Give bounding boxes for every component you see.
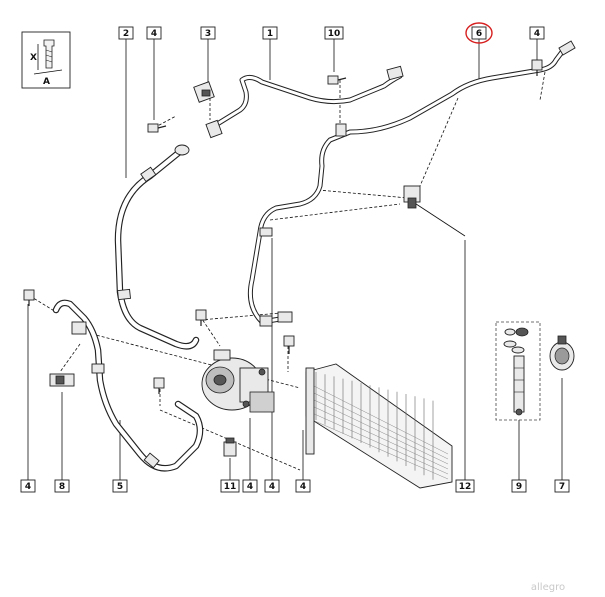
callout-text-4: 4 bbox=[247, 482, 253, 492]
callout-4-bottom-left: 4 bbox=[20, 479, 36, 493]
bolt-4-f bbox=[283, 335, 295, 354]
watermark: allegro bbox=[531, 582, 565, 593]
callout-8: 8 bbox=[54, 479, 70, 493]
callout-1: 1 bbox=[262, 26, 278, 40]
callout-4-bottom-center: 4 bbox=[295, 479, 311, 493]
callout-6-highlight-ring bbox=[465, 22, 493, 44]
condenser-fins bbox=[309, 372, 449, 480]
bolt-10 bbox=[327, 75, 347, 85]
callout-text-6: 6 bbox=[476, 29, 482, 39]
callout-text-10: 10 bbox=[328, 29, 341, 39]
clip-3 bbox=[193, 81, 215, 103]
callout-3: 3 bbox=[200, 26, 216, 40]
callout-text-4: 4 bbox=[534, 29, 540, 39]
dryer-cap-7 bbox=[549, 335, 575, 371]
callout-text-1: 1 bbox=[267, 29, 273, 39]
callout-4-bottom-mid: 4 bbox=[242, 479, 258, 493]
callout-text-4: 4 bbox=[269, 482, 275, 492]
bolt-4-d bbox=[195, 309, 207, 326]
bolt-legend: X A bbox=[21, 31, 71, 89]
callout-text-4: 4 bbox=[25, 482, 31, 492]
callout-text-5: 5 bbox=[117, 482, 123, 492]
condenser-tube bbox=[309, 418, 449, 480]
pipe-1 bbox=[205, 65, 404, 139]
callout-text-8: 8 bbox=[59, 482, 65, 492]
bolt-icon bbox=[43, 39, 55, 69]
callout-4-top-right: 4 bbox=[529, 26, 545, 40]
callout-9: 9 bbox=[511, 479, 527, 493]
leader-lines bbox=[27, 38, 563, 480]
pipe-6 bbox=[247, 40, 576, 327]
callout-10: 10 bbox=[324, 26, 344, 40]
condenser-tube bbox=[309, 390, 449, 460]
bolt-4-a bbox=[147, 123, 167, 133]
callout-text-7: 7 bbox=[559, 482, 565, 492]
sensor-12 bbox=[403, 185, 421, 209]
callout-6: 6 bbox=[465, 22, 493, 44]
small-parts bbox=[23, 59, 543, 457]
callout-text-11: 11 bbox=[224, 482, 237, 492]
callout-text-3: 3 bbox=[205, 29, 211, 39]
callout-11: 11 bbox=[220, 479, 240, 493]
bolt-legend-x-letter: X bbox=[30, 53, 37, 63]
callout-12: 12 bbox=[455, 479, 475, 493]
callout-2: 2 bbox=[118, 26, 134, 40]
bolt-4-c bbox=[23, 289, 35, 306]
condenser bbox=[305, 363, 453, 489]
bolt-4-e bbox=[153, 377, 165, 394]
condenser-tube bbox=[309, 397, 449, 465]
compressor bbox=[201, 349, 275, 413]
callout-text-9: 9 bbox=[516, 482, 522, 492]
callout-7: 7 bbox=[554, 479, 570, 493]
callout-text-2: 2 bbox=[123, 29, 129, 39]
callouts: 2 4 3 1 10 6 4 4 bbox=[20, 22, 570, 493]
pipe-5 bbox=[52, 299, 204, 472]
bolt-4-b bbox=[531, 59, 543, 76]
callout-text-4: 4 bbox=[151, 29, 157, 39]
condenser-tube bbox=[309, 404, 449, 470]
condenser-tube bbox=[309, 411, 449, 475]
callout-4-top-left: 4 bbox=[146, 26, 162, 40]
callout-text-4: 4 bbox=[300, 482, 306, 492]
condenser-tube bbox=[309, 383, 449, 455]
callout-text-12: 12 bbox=[459, 482, 472, 492]
valve-11 bbox=[223, 437, 237, 457]
valve-8 bbox=[49, 373, 75, 387]
pipe-2 bbox=[114, 144, 200, 350]
dryer-kit-9 bbox=[495, 321, 541, 421]
callout-4-bottom-mid2: 4 bbox=[264, 479, 280, 493]
bolt-legend-a-letter: A bbox=[43, 77, 50, 87]
callout-5: 5 bbox=[112, 479, 128, 493]
